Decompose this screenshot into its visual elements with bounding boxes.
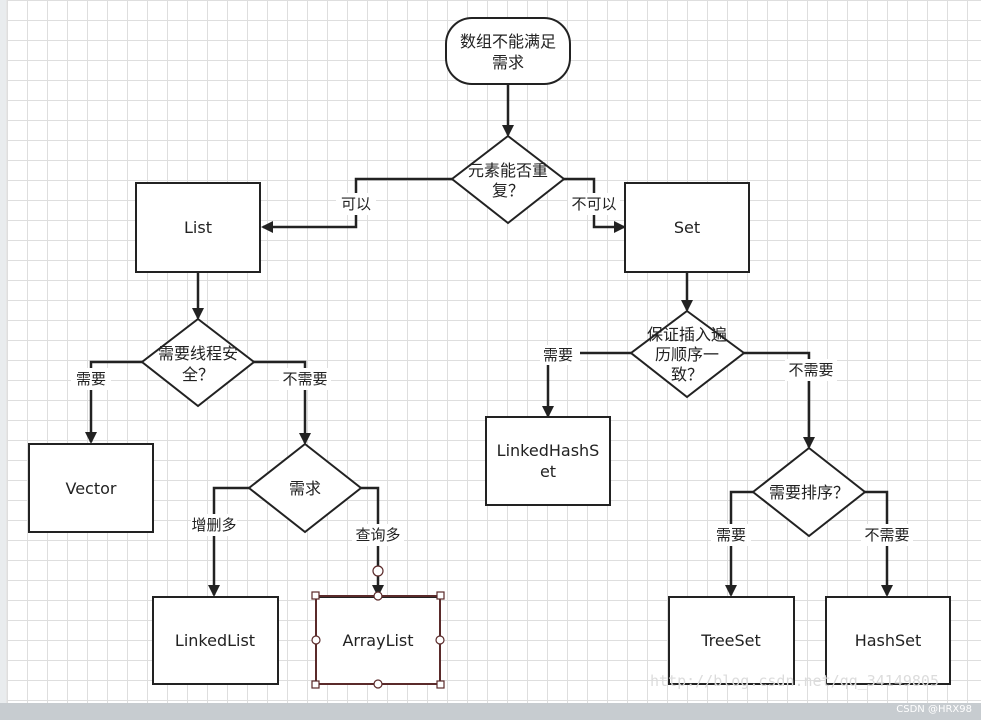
decision-need-label: 需求 xyxy=(289,479,321,498)
edge-need-to-arraylist[interactable] xyxy=(361,486,384,597)
edge-label-thread-yes: 需要 xyxy=(76,370,106,388)
bottom-strip xyxy=(0,703,981,720)
edge-label-sort-no: 不需要 xyxy=(864,526,909,544)
left-margin-strip xyxy=(0,0,6,703)
edge-thread-to-vector[interactable] xyxy=(85,360,142,444)
node-vector[interactable]: Vector xyxy=(28,443,154,533)
node-linkedhashset-line1: LinkedHashS xyxy=(497,441,600,460)
edge-label-can: 可以 xyxy=(341,195,371,213)
resize-handle-bottom-left[interactable] xyxy=(311,680,320,689)
decision-need[interactable]: 需求 xyxy=(247,442,363,534)
decision-order-line1: 保证插入遍 xyxy=(647,325,727,344)
node-linkedlist-label: LinkedList xyxy=(175,631,255,650)
edge-order-to-sort[interactable] xyxy=(744,351,815,449)
resize-handle-top-left[interactable] xyxy=(311,591,320,600)
connection-point-top[interactable] xyxy=(373,591,383,601)
decision-sort-label: 需要排序？ xyxy=(769,483,849,502)
edge-label-thread-no: 不需要 xyxy=(282,370,327,388)
csdn-credit: CSDN @HRX98 xyxy=(896,704,972,715)
edge-need-to-linkedlist[interactable] xyxy=(208,486,249,597)
node-set[interactable]: Set xyxy=(624,182,750,273)
edge-label-add-delete-more: 增删多 xyxy=(191,516,236,534)
connection-point-bottom[interactable] xyxy=(373,679,383,689)
edge-labels: 可以 不可以 需要 不需要 增删多 查询多 需要 不需要 需要 不需要 xyxy=(71,193,913,546)
node-list[interactable]: List xyxy=(135,182,261,273)
edge-label-order-no: 不需要 xyxy=(788,361,833,379)
node-arraylist[interactable]: ArrayList xyxy=(315,596,441,685)
decision-repeat[interactable]: 元素能否重 复？ xyxy=(450,134,566,225)
connection-point-left[interactable] xyxy=(311,635,321,645)
node-set-label: Set xyxy=(674,218,700,237)
decision-order-line3: 致？ xyxy=(671,365,703,384)
node-arraylist-label: ArrayList xyxy=(342,631,413,650)
node-linkedlist[interactable]: LinkedList xyxy=(152,596,279,685)
node-start-line1: 数组不能满足 xyxy=(460,32,556,51)
node-linkedhashset[interactable]: LinkedHashS et xyxy=(485,416,611,506)
connection-point-right[interactable] xyxy=(435,635,445,645)
edge-thread-to-need[interactable] xyxy=(254,360,311,445)
diagram-canvas xyxy=(6,0,981,703)
decision-insert-order[interactable]: 保证插入遍 历顺序一 致？ xyxy=(629,309,746,399)
resize-handle-bottom-right[interactable] xyxy=(436,680,445,689)
decision-thread-line2: 全？ xyxy=(182,365,214,384)
rotate-handle[interactable] xyxy=(372,565,384,577)
node-hashset-label: HashSet xyxy=(855,631,922,650)
node-start-line2: 需求 xyxy=(492,53,524,72)
watermark-text: http://blog.csdn.net/qq_34149805 xyxy=(650,672,939,690)
decision-order-line2: 历顺序一 xyxy=(655,345,719,364)
edge-label-sort-yes: 需要 xyxy=(716,526,746,544)
edge-sort-to-hashset[interactable] xyxy=(865,490,893,597)
node-vector-label: Vector xyxy=(66,479,117,498)
decision-repeat-line1: 元素能否重 xyxy=(468,161,548,180)
edge-label-query-more: 查询多 xyxy=(355,526,400,544)
decision-repeat-line2: 复？ xyxy=(492,181,524,200)
decision-thread-line1: 需要线程安 xyxy=(158,344,238,363)
resize-handle-top-right[interactable] xyxy=(436,591,445,600)
node-linkedhashset-line2: et xyxy=(540,462,556,481)
edge-label-order-yes: 需要 xyxy=(543,346,573,364)
node-start[interactable]: 数组不能满足 需求 xyxy=(445,17,571,85)
node-treeset[interactable]: TreeSet xyxy=(668,596,795,685)
node-treeset-label: TreeSet xyxy=(700,631,761,650)
arraylist-selection-frame[interactable] xyxy=(311,565,445,689)
edge-sort-to-treeset[interactable] xyxy=(725,490,753,597)
node-list-label: List xyxy=(184,218,212,237)
decision-sort[interactable]: 需要排序？ xyxy=(751,446,867,538)
node-hashset[interactable]: HashSet xyxy=(825,596,951,685)
decision-thread-safe[interactable]: 需要线程安 全？ xyxy=(140,317,256,408)
edge-label-cannot: 不可以 xyxy=(571,195,616,213)
